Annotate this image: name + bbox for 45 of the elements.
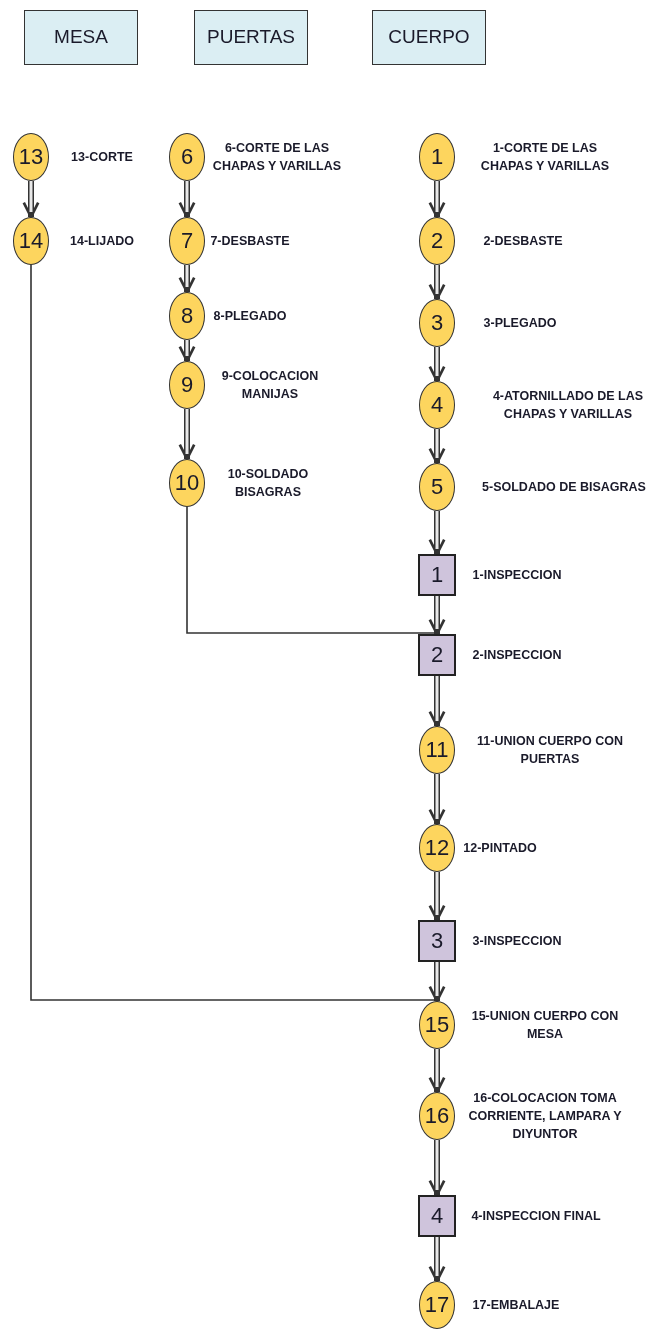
inspection-square: 4 [418, 1195, 456, 1237]
operation-circle: 1 [419, 133, 455, 181]
operation-circle: 11 [419, 726, 455, 774]
step-description: 5-SOLDADO DE BISAGRAS [481, 478, 647, 496]
operation-circle: 14 [13, 217, 49, 265]
step-description: 6-CORTE DE LAS CHAPAS Y VARILLAS [211, 139, 343, 175]
operation-circle: 3 [419, 299, 455, 347]
operation-circle: 17 [419, 1281, 455, 1329]
operation-circle: 10 [169, 459, 205, 507]
inspection-square: 1 [418, 554, 456, 596]
column-header: PUERTAS [194, 9, 308, 65]
column-header: CUERPO [372, 9, 486, 65]
operation-circle: 16 [419, 1092, 455, 1140]
step-description: 14-LIJADO [69, 232, 135, 250]
inspection-square: 3 [418, 920, 456, 962]
step-description: 4-ATORNILLADO DE LAS CHAPAS Y VARILLAS [491, 387, 645, 423]
step-description: 4-INSPECCION FINAL [470, 1207, 602, 1225]
step-description: 7-DESBASTE [209, 232, 291, 250]
operation-circle: 13 [13, 133, 49, 181]
step-description: 1-CORTE DE LAS CHAPAS Y VARILLAS [479, 139, 611, 175]
step-description: 13-CORTE [70, 148, 134, 166]
operation-circle: 9 [169, 361, 205, 409]
column-header: MESA [24, 9, 138, 65]
step-description: 1-INSPECCION [471, 566, 563, 584]
operation-circle: 8 [169, 292, 205, 340]
step-description: 2-INSPECCION [471, 646, 563, 664]
operation-circle: 4 [419, 381, 455, 429]
step-description: 16-COLOCACION TOMA CORRIENTE, LAMPARA Y DIYUNTOR [467, 1089, 623, 1144]
step-description: 3-PLEGADO [482, 314, 558, 332]
step-description: 3-INSPECCION [471, 932, 563, 950]
operation-circle: 7 [169, 217, 205, 265]
operation-circle: 12 [419, 824, 455, 872]
operation-circle: 2 [419, 217, 455, 265]
operation-circle: 15 [419, 1001, 455, 1049]
step-description: 12-PINTADO [462, 839, 538, 857]
step-description: 11-UNION CUERPO CON PUERTAS [476, 732, 624, 768]
inspection-square: 2 [418, 634, 456, 676]
operation-circle: 5 [419, 463, 455, 511]
step-description: 17-EMBALAJE [471, 1296, 561, 1314]
step-description: 15-UNION CUERPO CON MESA [470, 1007, 620, 1043]
step-description: 10-SOLDADO BISAGRAS [226, 465, 310, 501]
step-description: 9-COLOCACION MANIJAS [220, 367, 320, 403]
step-description: 8-PLEGADO [212, 307, 288, 325]
operation-circle: 6 [169, 133, 205, 181]
step-description: 2-DESBASTE [482, 232, 564, 250]
